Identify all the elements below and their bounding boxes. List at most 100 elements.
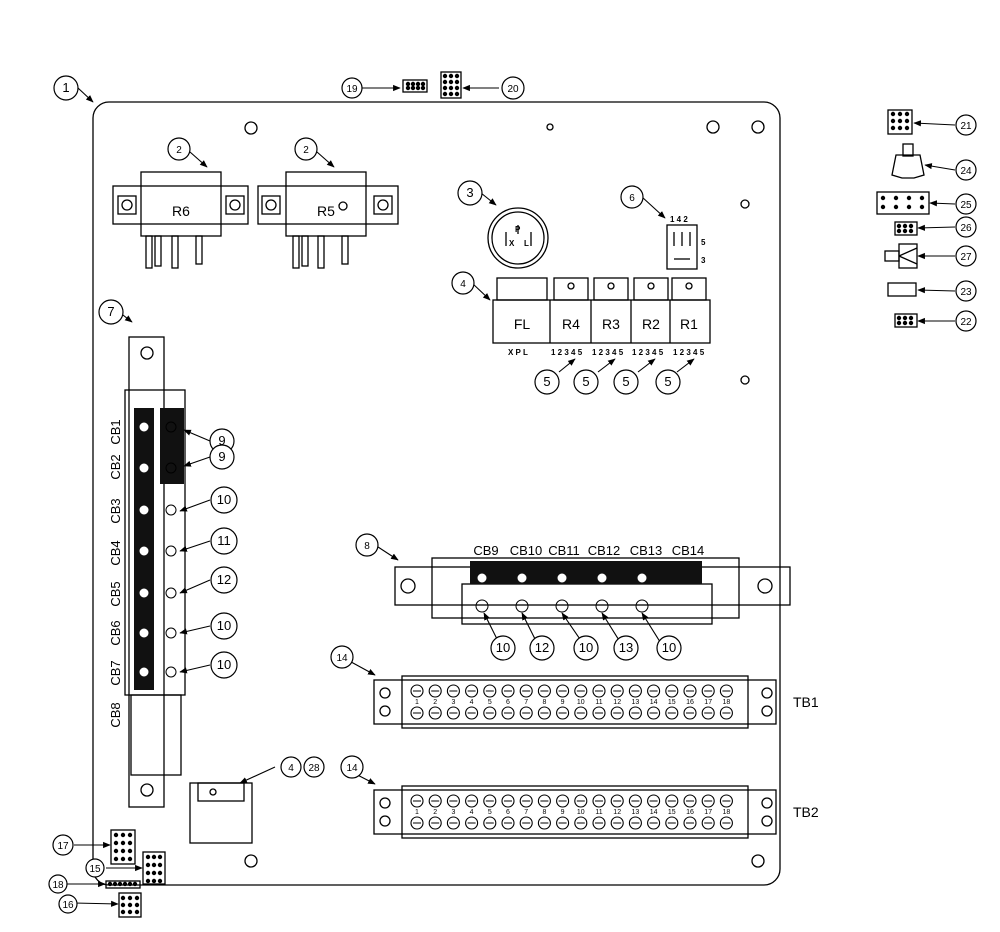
- connector-pin: [902, 223, 908, 229]
- tb1-screw-bottom: [628, 706, 642, 720]
- callout-bubble: [955, 280, 977, 302]
- plug-23: [887, 282, 917, 297]
- connector-pin: [890, 111, 896, 117]
- callout-bubble: [280, 756, 302, 778]
- callout-leader: [179, 625, 211, 635]
- tb1-terminal-number: 14: [650, 699, 658, 706]
- breaker-stud: [637, 573, 647, 583]
- callout-leader: [597, 358, 616, 373]
- tb1-screw-bottom: [701, 706, 715, 720]
- tb2-terminal-number: 10: [577, 809, 585, 816]
- mounting-hole: [244, 854, 258, 868]
- breaker-terminal: [165, 666, 177, 678]
- connector-pin: [880, 204, 886, 210]
- flasher-unit: [487, 207, 549, 269]
- breaker-label-cb3: CB3: [108, 498, 123, 523]
- callout-23: 23: [955, 280, 977, 302]
- connector-pin: [880, 195, 886, 201]
- breaker-terminal: [165, 421, 177, 433]
- connector-pin: [442, 91, 448, 97]
- connector-pin: [442, 79, 448, 85]
- tb1-screw-bottom: [410, 706, 424, 720]
- flasher-face-x: X: [509, 239, 515, 248]
- callout-number: 5: [622, 374, 629, 389]
- tb1-screw-bottom: [501, 706, 515, 720]
- callout-leader: [374, 544, 399, 561]
- connector-pin: [127, 840, 133, 846]
- tb1-screw-top: [719, 684, 733, 698]
- callout-leader: [929, 200, 956, 207]
- connector-pin: [902, 315, 908, 321]
- tb1-terminal-number: 17: [704, 699, 712, 706]
- tb2-screw-top: [410, 794, 424, 808]
- connector-pin: [127, 848, 133, 854]
- callout-bubble: [457, 180, 483, 206]
- tb2-screw-top: [592, 794, 606, 808]
- tb2-label: TB2: [793, 804, 819, 820]
- connector-pin: [908, 320, 914, 326]
- relay-r2-pins: 1 2 3 4 5: [632, 348, 664, 357]
- breaker-stud: [139, 667, 149, 677]
- tb2-screw-top: [719, 794, 733, 808]
- callout-number: 2: [176, 145, 182, 156]
- callout-leader: [179, 664, 211, 674]
- connector-26: [894, 221, 918, 236]
- callout-number: 10: [662, 640, 676, 655]
- relay-r1-pins: 1 2 3 4 5: [673, 348, 705, 357]
- callout-number: 12: [217, 572, 231, 587]
- callout-leader: [77, 87, 94, 103]
- tb1-screw-top: [665, 684, 679, 698]
- panel-plate: [92, 101, 781, 886]
- callout-22: 22: [955, 310, 977, 332]
- connector-pin: [120, 856, 126, 862]
- callout-number: 25: [960, 200, 972, 211]
- tb2-screw-bottom: [501, 816, 515, 830]
- callout-bubble: [210, 612, 238, 640]
- tb1-terminal-number: 9: [561, 699, 565, 706]
- connector-pin: [897, 118, 903, 124]
- callout-number: 5: [664, 374, 671, 389]
- connector-pin: [448, 73, 454, 79]
- connector-16: [118, 892, 142, 918]
- callout-leader: [183, 456, 211, 467]
- callout-number: 15: [89, 864, 101, 875]
- breaker-label-cb1: CB1: [108, 419, 123, 444]
- connector-pin: [132, 881, 138, 887]
- connector-pin: [157, 854, 163, 860]
- callout-number: 10: [579, 640, 593, 655]
- mounting-hole: [546, 123, 554, 131]
- connector-pin: [120, 832, 126, 838]
- tb1-screw-bottom: [665, 706, 679, 720]
- tb1-screw-bottom: [592, 706, 606, 720]
- callout-number: 14: [346, 763, 358, 774]
- connector-pin: [157, 870, 163, 876]
- connector-pin: [151, 878, 157, 884]
- relay-fl-pins: X P L: [508, 348, 528, 357]
- breaker-stud: [139, 422, 149, 432]
- connector-pin: [120, 895, 126, 901]
- callout-leader: [637, 358, 656, 373]
- breaker-label-cb4: CB4: [108, 540, 123, 565]
- relay-row: [492, 277, 711, 344]
- callout-9: 9: [209, 444, 235, 470]
- callout-number: 4: [288, 763, 294, 774]
- connector-pin: [908, 228, 914, 234]
- breaker-label-cb14: CB14: [672, 543, 705, 558]
- connector-pin: [127, 909, 133, 915]
- callout-bubble: [620, 185, 644, 209]
- mounting-hole: [244, 121, 258, 135]
- relay-r3-pins: 1 2 3 4 5: [592, 348, 624, 357]
- breaker-label-cb8: CB8: [108, 702, 123, 727]
- callout-bubble: [490, 635, 516, 661]
- connector-pin: [902, 320, 908, 326]
- relay-r5: [257, 171, 399, 269]
- breaker-stud: [517, 573, 527, 583]
- callout-10: 10: [656, 635, 682, 661]
- callout-10: 10: [490, 635, 516, 661]
- tb1-screw-top: [446, 684, 460, 698]
- callout-number: 5: [543, 374, 550, 389]
- tb1-screw-bottom: [519, 706, 533, 720]
- tb1-screw-top: [683, 684, 697, 698]
- callout-number: 20: [507, 84, 519, 95]
- tb2-terminal-number: 5: [488, 809, 492, 816]
